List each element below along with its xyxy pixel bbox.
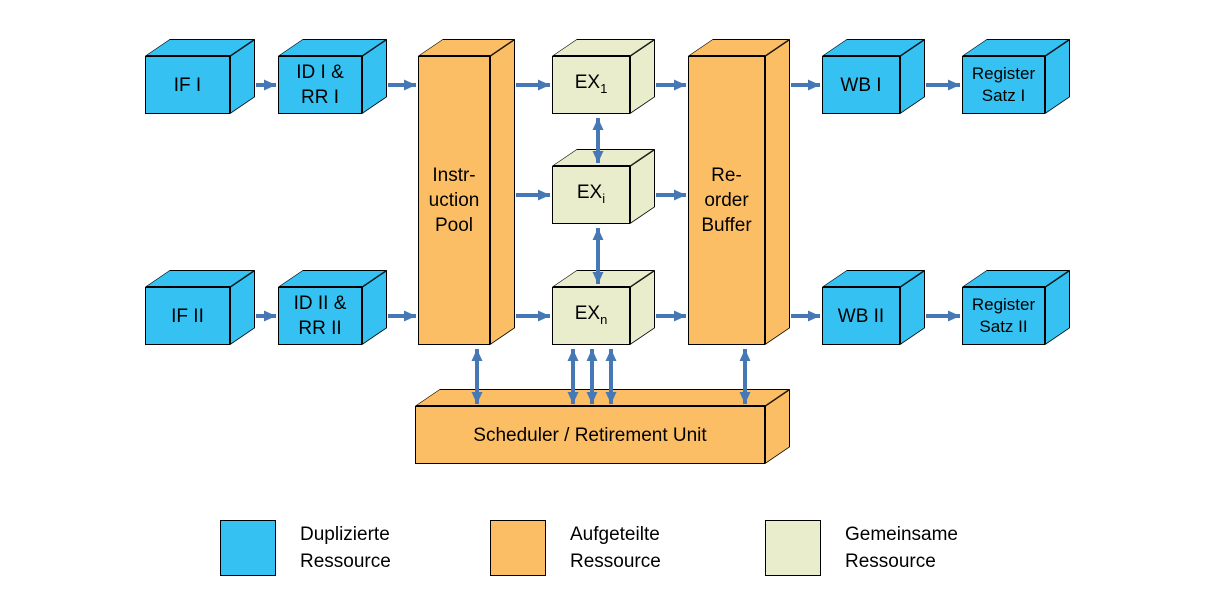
legend-item-shared: Gemeinsame Ressource [765, 520, 958, 576]
shared-resource-swatch [765, 520, 821, 576]
box-wb-i-front-face: WB I [822, 56, 900, 114]
box-ex-n-front-face: EXn [552, 287, 630, 345]
box-scheduler-front-face: Scheduler / Retirement Unit [415, 406, 765, 464]
box-ex-n-label: EXn [574, 302, 608, 327]
box-if-i-front-face: IF I [145, 56, 230, 114]
box-id-rr-ii-front-face: ID II & RR II [278, 287, 362, 345]
box-if-ii-front-face: IF II [145, 287, 230, 345]
box-wb-i-label: WB I [840, 74, 882, 96]
box-reorder-buffer-front-face: Re- order Buffer [688, 56, 765, 345]
box-ex-1-label: EX1 [574, 71, 608, 96]
box-id-rr-ii-label: ID II & RR II [293, 293, 347, 339]
legend-label-split: Aufgeteilte Ressource [570, 524, 661, 572]
box-register-satz-ii-front-face: Register Satz II [962, 287, 1045, 345]
split-resource-swatch [490, 520, 546, 576]
box-ex-i-label: EXi [576, 181, 606, 206]
box-instruction-pool-front-face: Instr- uction Pool [418, 56, 490, 345]
box-register-satz-i-front-face: Register Satz I [962, 56, 1045, 114]
box-scheduler-top-face [415, 389, 791, 406]
box-instruction-pool-label: Instr- uction Pool [428, 165, 480, 236]
legend-label-shared: Gemeinsame Ressource [845, 524, 958, 572]
box-scheduler-label: Scheduler / Retirement Unit [473, 424, 707, 446]
box-register-satz-ii-label: Register Satz II [971, 295, 1036, 336]
box-wb-ii-front-face: WB II [822, 287, 900, 345]
legend-item-duplicated: Duplizierte Ressource [220, 520, 391, 576]
box-reorder-buffer-side-face [765, 39, 790, 346]
duplicated-resource-swatch [220, 520, 276, 576]
box-ex-i-front-face: EXi [552, 166, 630, 224]
box-instruction-pool-side-face [490, 39, 515, 346]
legend-label-duplicated: Duplizierte Ressource [300, 524, 391, 572]
box-register-satz-i-label: Register Satz I [971, 64, 1036, 105]
box-id-rr-i-front-face: ID I & RR I [278, 56, 362, 114]
box-reorder-buffer-label: Re- order Buffer [701, 165, 752, 236]
box-if-i-label: IF I [173, 74, 202, 96]
box-if-ii-label: IF II [171, 305, 204, 327]
box-id-rr-i-label: ID I & RR I [296, 62, 344, 108]
legend-item-split: Aufgeteilte Ressource [490, 520, 661, 576]
box-wb-ii-label: WB II [837, 305, 885, 327]
box-ex-1-front-face: EX1 [552, 56, 630, 114]
